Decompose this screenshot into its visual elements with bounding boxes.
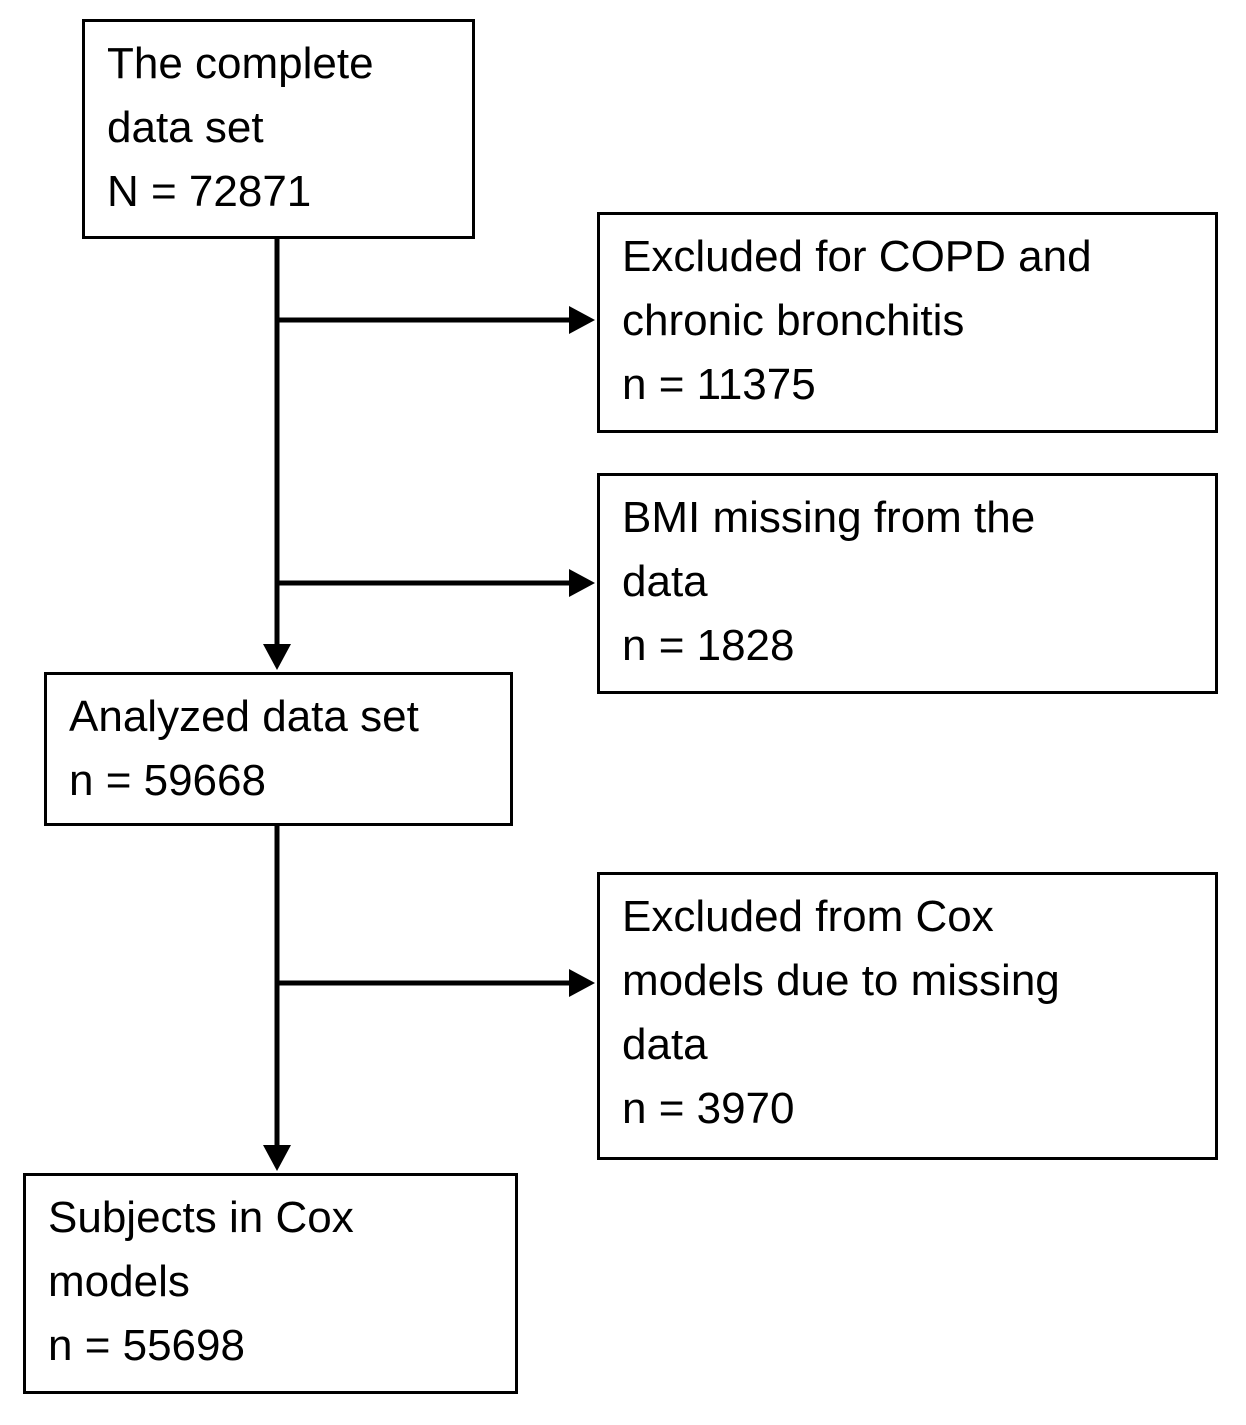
box-text-line: models due to missing: [622, 956, 1060, 1005]
box-text-line: data: [622, 1020, 708, 1069]
flow-box-bmi-missing: BMI missing from the data n = 1828: [597, 473, 1218, 694]
box-count-line: n = 3970: [622, 1084, 795, 1133]
box-text-line: Analyzed data set: [69, 692, 419, 741]
box-text-line: BMI missing from the: [622, 493, 1036, 542]
connector-to-excluded-copd: [277, 306, 595, 334]
box-count-line: n = 55698: [48, 1321, 245, 1370]
box-text-line: Excluded from Cox: [622, 892, 994, 941]
flow-box-analyzed-data-set: Analyzed data set n = 59668: [44, 672, 513, 826]
connector-analyzed-to-subjects: [263, 826, 291, 1171]
box-text-line: data set: [107, 103, 264, 152]
box-text-line: data: [622, 557, 708, 606]
flow-box-complete-data-set: The complete data set N = 72871: [82, 19, 475, 239]
flow-box-excluded-copd: Excluded for COPD and chronic bronchitis…: [597, 212, 1218, 433]
box-count-line: n = 11375: [622, 360, 816, 409]
box-text-line: The complete: [107, 39, 374, 88]
box-count-line: N = 72871: [107, 167, 312, 216]
box-text-line: models: [48, 1257, 190, 1306]
connector-to-bmi-missing: [277, 569, 595, 597]
box-count-line: n = 59668: [69, 756, 266, 805]
connector-complete-to-analyzed: [263, 238, 291, 670]
box-text-line: Excluded for COPD and: [622, 232, 1092, 281]
box-text-line: Subjects in Cox: [48, 1193, 354, 1242]
flow-box-subjects-cox-models: Subjects in Cox models n = 55698: [23, 1173, 518, 1394]
connector-to-excluded-cox: [277, 969, 595, 997]
flow-box-excluded-cox-models: Excluded from Cox models due to missing …: [597, 872, 1218, 1160]
box-count-line: n = 1828: [622, 621, 795, 670]
box-text-line: chronic bronchitis: [622, 296, 965, 345]
